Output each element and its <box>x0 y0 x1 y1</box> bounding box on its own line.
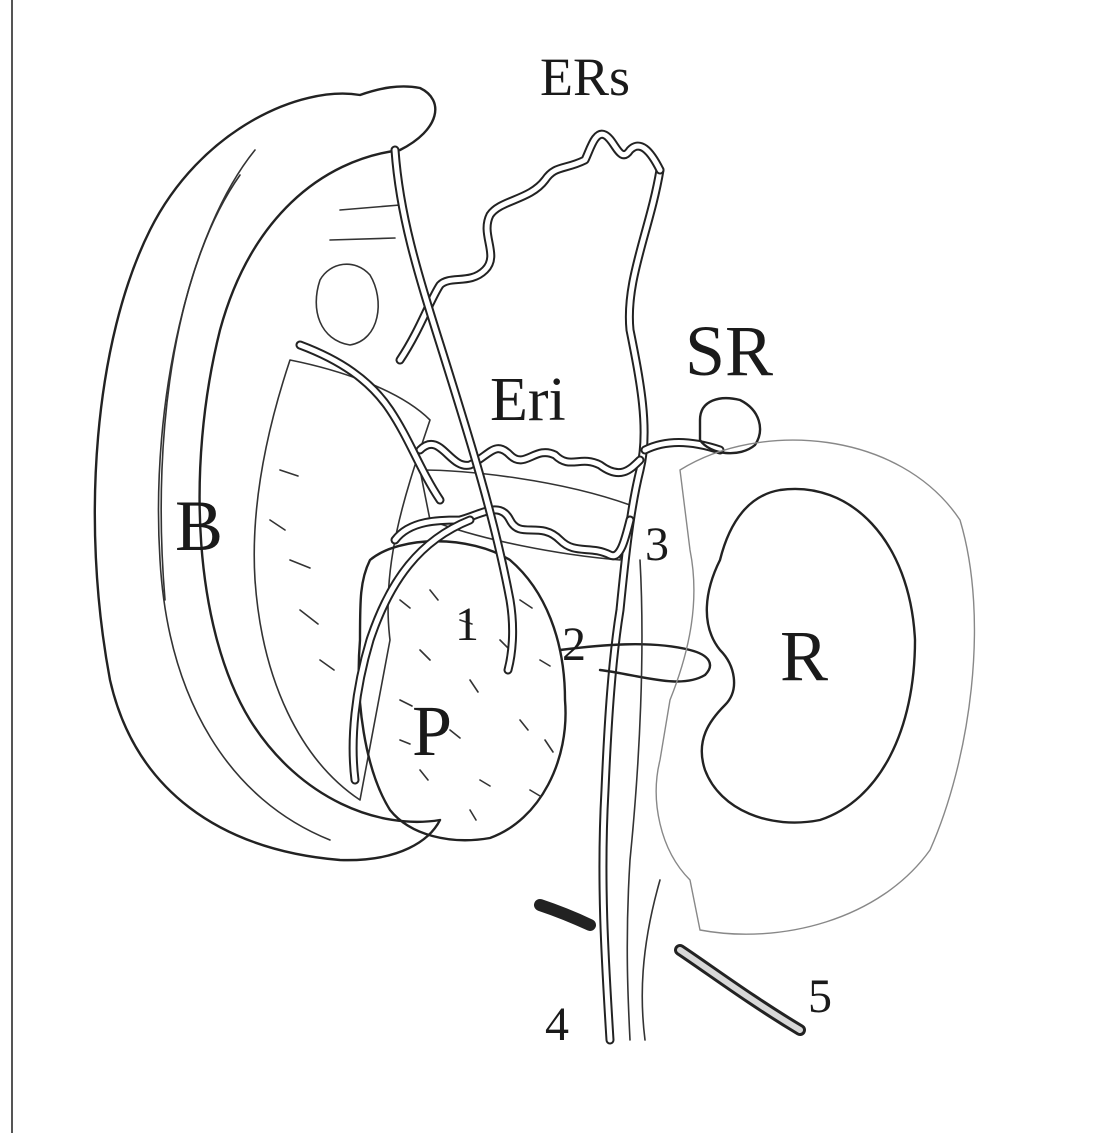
label-b: B <box>175 486 223 566</box>
label-eri: Eri <box>490 366 566 434</box>
vessel-stub-4 <box>540 905 590 925</box>
label-ers: ERs <box>540 47 630 107</box>
label-p: P <box>412 691 452 771</box>
label-5: 5 <box>808 970 832 1023</box>
peritoneal-fat <box>254 205 430 800</box>
mesentery-shade <box>420 470 630 560</box>
spleen <box>95 86 440 860</box>
label-3: 3 <box>645 518 669 571</box>
label-r: R <box>780 616 828 696</box>
label-2: 2 <box>562 618 586 671</box>
label-4: 4 <box>545 998 569 1051</box>
label-1: 1 <box>455 598 479 651</box>
label-sr: SR <box>685 311 773 391</box>
